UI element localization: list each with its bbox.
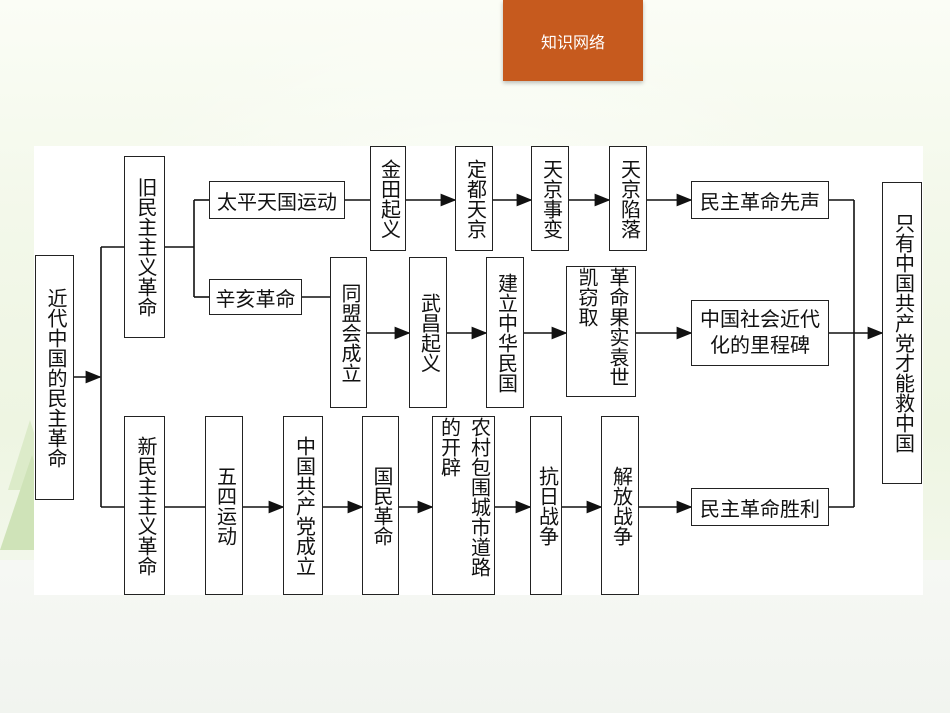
node-root: 近代中国的民主革命 xyxy=(35,255,74,500)
node-rural: 农村包围城市道路的开辟 xyxy=(432,416,495,595)
node-tongmeng: 同盟会成立 xyxy=(330,257,367,408)
node-roc: 建立中华民国 xyxy=(486,257,524,408)
node-cpc: 中国共产党成立 xyxy=(283,416,323,595)
node-nationalist: 国民革命 xyxy=(362,416,399,595)
node-yuan: 革命果实袁世凯窃取 xyxy=(566,266,636,397)
connector-lines xyxy=(74,193,884,514)
node-xinhai: 辛亥革命 xyxy=(209,279,302,315)
node-conclusion: 只有中国共产党才能救中国 xyxy=(882,182,922,484)
node-wusi: 五四运动 xyxy=(205,416,243,595)
node-old-democratic-revolution: 旧民主主义革命 xyxy=(124,156,165,338)
node-liberation: 解放战争 xyxy=(601,416,639,595)
node-taiping: 太平天国运动 xyxy=(209,181,345,219)
node-milestone: 中国社会近代化的里程碑 xyxy=(691,300,829,366)
node-antijap: 抗日战争 xyxy=(530,416,562,595)
node-jintian: 金田起义 xyxy=(370,146,406,251)
node-dingdu: 定都天京 xyxy=(455,146,493,251)
node-tianjing-fall: 天京陷落 xyxy=(609,146,647,251)
node-pioneer: 民主革命先声 xyxy=(691,181,829,219)
diagram-panel: 近代中国的民主革命 旧民主主义革命 新民主主义革命 太平天国运动 金田起义 定都… xyxy=(34,146,923,595)
node-victory: 民主革命胜利 xyxy=(691,488,829,526)
node-tianjing-event: 天京事变 xyxy=(531,146,569,251)
section-tag: 知识网络 xyxy=(503,0,643,81)
node-new-democratic-revolution: 新民主主义革命 xyxy=(124,416,165,595)
node-wuchang: 武昌起义 xyxy=(409,257,447,408)
